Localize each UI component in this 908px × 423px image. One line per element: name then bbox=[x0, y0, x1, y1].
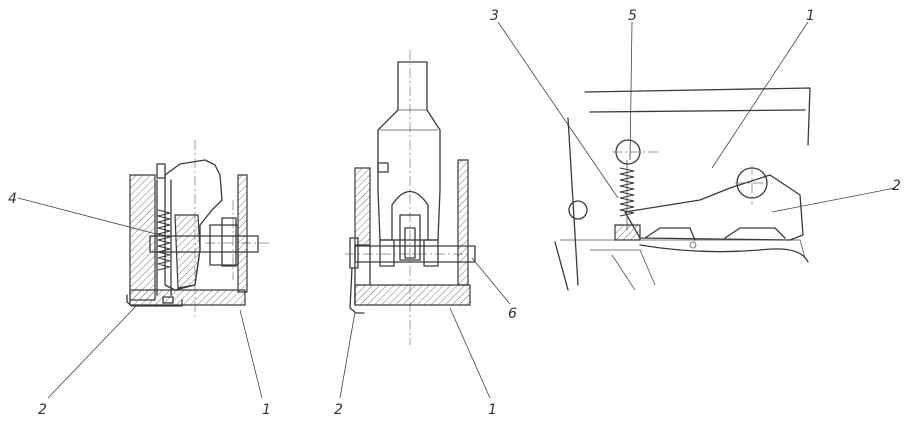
callout-right-1: 1 bbox=[806, 8, 815, 24]
leader-lines bbox=[17, 21, 896, 399]
callout-left-4: 4 bbox=[8, 191, 17, 207]
callout-left-1: 1 bbox=[262, 402, 271, 418]
right-assembly-view bbox=[554, 87, 811, 291]
callout-left-2: 2 bbox=[38, 402, 47, 418]
callout-middle-1: 1 bbox=[488, 402, 497, 418]
callout-right-3: 3 bbox=[490, 8, 499, 24]
callout-middle-2: 2 bbox=[334, 402, 343, 418]
callout-right-2: 2 bbox=[892, 178, 901, 194]
callout-right-5: 5 bbox=[628, 8, 637, 24]
middle-section-view bbox=[345, 50, 476, 345]
left-section-view bbox=[126, 140, 270, 320]
callout-middle-6: 6 bbox=[508, 306, 517, 322]
